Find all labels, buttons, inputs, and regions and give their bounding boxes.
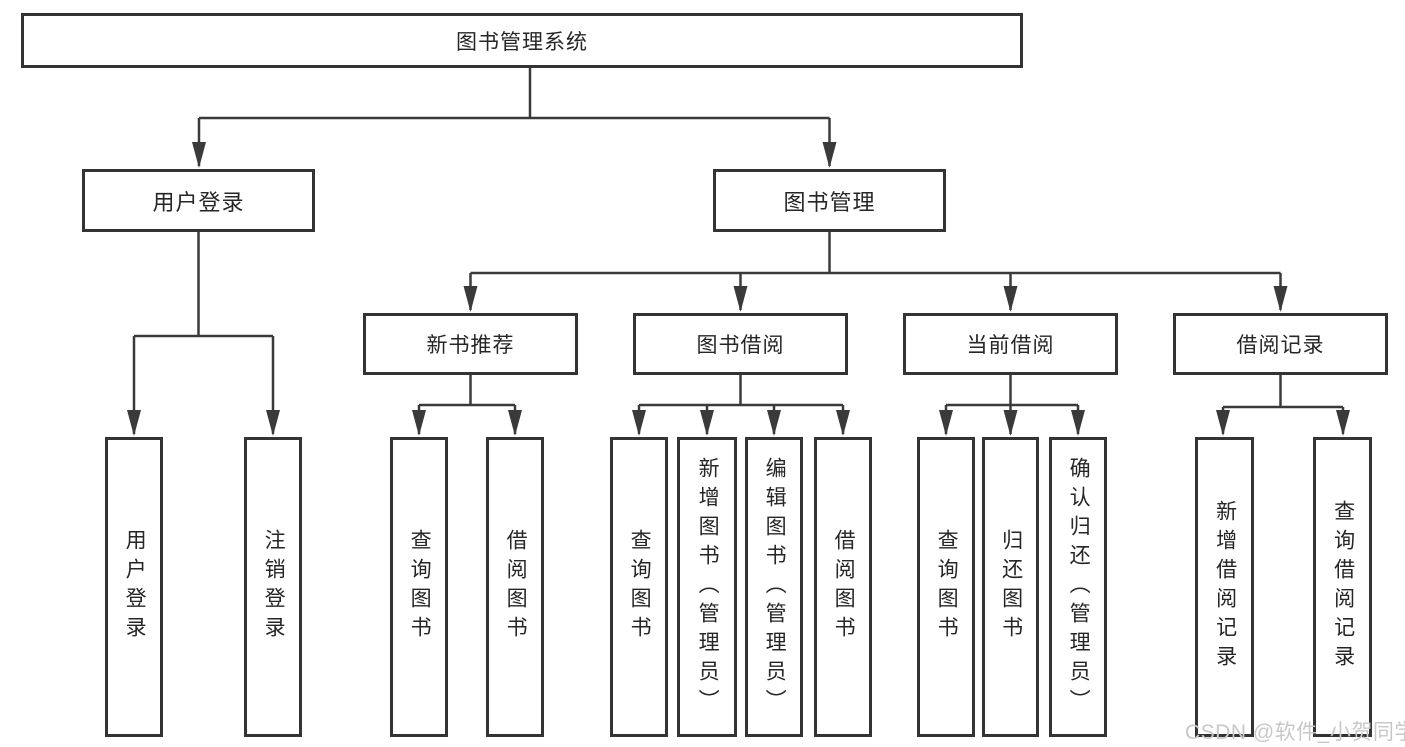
leaf-label: 新增借阅记录 bbox=[1213, 500, 1237, 674]
leaf-label: 借阅图书 bbox=[832, 529, 856, 645]
leaf-edit-books-admin: 编辑图书（管理员） bbox=[745, 437, 803, 737]
leaf-label: 查询图书 bbox=[408, 529, 432, 645]
leaf-add-books-admin: 新增图书（管理员） bbox=[677, 437, 737, 737]
leaf-confirm-return-admin: 确认归还（管理员） bbox=[1049, 437, 1107, 737]
node-label: 图书管理系统 bbox=[456, 30, 588, 54]
leaf-logout: 注销登录 bbox=[244, 437, 302, 737]
leaf-label: 查询借阅记录 bbox=[1331, 500, 1355, 674]
leaf-borrow-books-2: 借阅图书 bbox=[814, 437, 872, 737]
node-label: 用户登录 bbox=[152, 189, 245, 215]
leaf-query-books-3: 查询图书 bbox=[917, 437, 975, 737]
leaf-label: 借阅图书 bbox=[504, 529, 528, 645]
leaf-label: 归还图书 bbox=[999, 529, 1023, 645]
csdn-watermark: CSDN @软件_小贺同学 bbox=[1185, 721, 1405, 744]
leaf-return-books: 归还图书 bbox=[982, 437, 1039, 737]
node-label: 图书管理 bbox=[783, 189, 876, 215]
node-label: 新书推荐 bbox=[426, 334, 515, 357]
node-book-management: 图书管理 bbox=[713, 169, 946, 232]
leaf-label: 注销登录 bbox=[262, 529, 286, 645]
leaf-label: 编辑图书（管理员） bbox=[763, 456, 787, 718]
leaf-user-login: 用户登录 bbox=[105, 437, 163, 737]
leaf-query-books-2: 查询图书 bbox=[610, 437, 668, 737]
leaf-query-books-1: 查询图书 bbox=[390, 437, 448, 737]
node-label: 借阅记录 bbox=[1236, 334, 1325, 357]
node-current-borrow: 当前借阅 bbox=[903, 313, 1118, 375]
leaf-query-borrow-record: 查询借阅记录 bbox=[1313, 437, 1372, 737]
node-user-login: 用户登录 bbox=[82, 169, 315, 232]
leaf-label: 确认归还（管理员） bbox=[1067, 456, 1091, 718]
leaf-borrow-books-1: 借阅图书 bbox=[486, 437, 544, 737]
leaf-add-borrow-record: 新增借阅记录 bbox=[1195, 437, 1254, 737]
leaf-label: 查询图书 bbox=[935, 529, 959, 645]
node-library-management-system: 图书管理系统 bbox=[21, 13, 1023, 68]
leaf-label: 用户登录 bbox=[123, 529, 147, 645]
node-label: 图书借阅 bbox=[696, 334, 785, 357]
node-book-borrow: 图书借阅 bbox=[633, 313, 848, 375]
node-label: 当前借阅 bbox=[966, 334, 1055, 357]
node-borrow-records: 借阅记录 bbox=[1173, 313, 1388, 375]
leaf-label: 查询图书 bbox=[628, 529, 652, 645]
node-new-book-recommend: 新书推荐 bbox=[363, 313, 578, 375]
leaf-label: 新增图书（管理员） bbox=[696, 456, 720, 718]
